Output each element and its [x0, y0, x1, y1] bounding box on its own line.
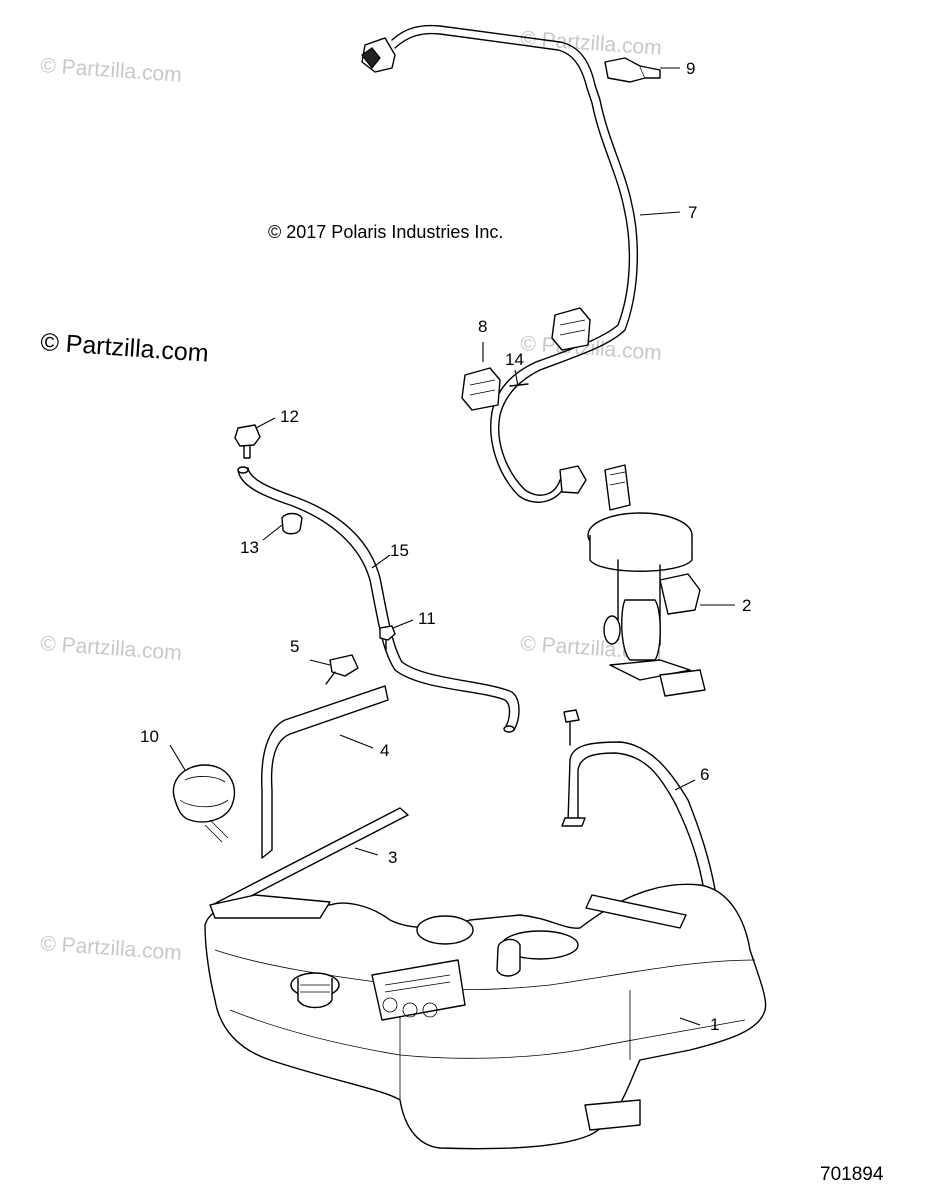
cable-tie	[509, 383, 529, 387]
hose-clips	[461, 307, 591, 411]
callout-2: 2	[742, 596, 751, 615]
vent-fitting	[234, 424, 261, 459]
callout-1: 1	[710, 1015, 719, 1034]
leader-lines	[169, 67, 735, 1026]
callout-12: 12	[280, 407, 299, 426]
hose-clamp	[281, 512, 303, 535]
callout-7: 7	[688, 203, 697, 222]
bolt-11	[379, 625, 396, 651]
fuel-pump-assembly	[587, 464, 706, 697]
tank-pad	[211, 807, 409, 913]
callout-5: 5	[290, 637, 299, 656]
copyright-text: © 2017 Polaris Industries Inc.	[268, 222, 503, 242]
watermark-top-left: © Partzilla.com	[40, 54, 183, 87]
fuel-tank	[204, 883, 767, 1150]
fuel-line-hose	[361, 24, 639, 503]
callout-9: 9	[686, 59, 695, 78]
callout-4: 4	[380, 741, 389, 760]
callout-numbers: 1 2 3 4 5 6 7 8 9 10 11 12 13 14 15	[140, 59, 751, 1034]
callout-11: 11	[418, 609, 436, 628]
callout-14: 14	[505, 350, 524, 369]
fuel-cap	[172, 764, 236, 843]
callout-8: 8	[478, 317, 487, 336]
retainer-clip	[325, 654, 359, 685]
watermark-bottom-left: © Partzilla.com	[40, 932, 183, 965]
tank-strap-right	[561, 709, 717, 899]
callout-13: 13	[240, 538, 259, 557]
watermark-main: © Partzilla.com	[40, 328, 210, 368]
watermark-mid-left: © Partzilla.com	[40, 632, 183, 665]
drawing-number: 701894	[820, 1164, 884, 1185]
hose-connector	[604, 57, 661, 83]
watermark-top-right: © Partzilla.com	[520, 27, 663, 60]
callout-3: 3	[388, 848, 397, 867]
callout-10: 10	[140, 727, 159, 746]
callout-6: 6	[700, 765, 709, 784]
callout-15: 15	[390, 541, 409, 560]
tank-strap-left	[260, 685, 389, 859]
